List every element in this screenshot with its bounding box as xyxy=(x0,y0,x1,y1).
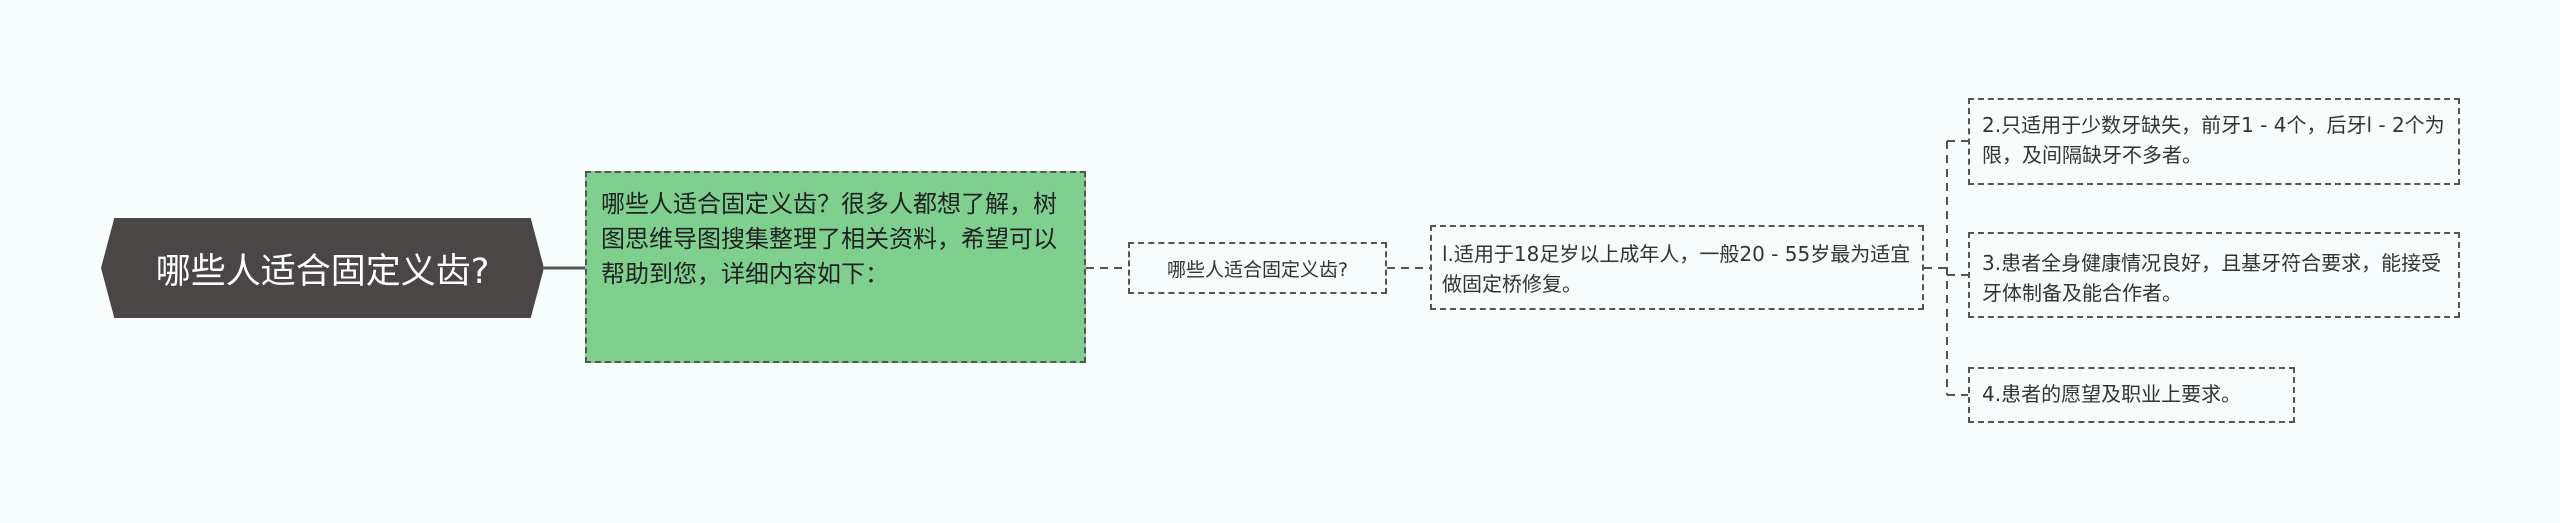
point1-node[interactable]: l.适用于18足岁以上成年人，一般20 - 55岁最为适宜做固定桥修复。 xyxy=(1430,225,1924,310)
detail-node-3[interactable]: 3.患者全身健康情况良好，且基牙符合要求，能接受牙体制备及能合作者。 xyxy=(1968,232,2460,318)
detail-text: 3.患者全身健康情况良好，且基牙符合要求，能接受牙体制备及能合作者。 xyxy=(1982,251,2442,305)
detail-node-2[interactable]: 2.只适用于少数牙缺失，前牙1 - 4个，后牙l - 2个为限，及间隔缺牙不多者… xyxy=(1968,98,2460,185)
detail-text: 2.只适用于少数牙缺失，前牙1 - 4个，后牙l - 2个为限，及间隔缺牙不多者… xyxy=(1982,113,2445,167)
topic-node[interactable]: 哪些人适合固定义齿? xyxy=(1128,242,1387,294)
point1-text: l.适用于18足岁以上成年人，一般20 - 55岁最为适宜做固定桥修复。 xyxy=(1442,242,1911,296)
detail-text: 4.患者的愿望及职业上要求。 xyxy=(1982,382,2242,406)
topic-label: 哪些人适合固定义齿? xyxy=(1166,258,1349,281)
root-label: 哪些人适合固定义齿? xyxy=(155,251,490,292)
detail-node-4[interactable]: 4.患者的愿望及职业上要求。 xyxy=(1968,367,2295,423)
root-node[interactable]: 哪些人适合固定义齿? xyxy=(101,218,544,318)
intro-text: 哪些人适合固定义齿？很多人都想了解，树图思维导图搜集整理了相关资料，希望可以帮助… xyxy=(601,190,1057,288)
intro-node[interactable]: 哪些人适合固定义齿？很多人都想了解，树图思维导图搜集整理了相关资料，希望可以帮助… xyxy=(585,171,1086,363)
